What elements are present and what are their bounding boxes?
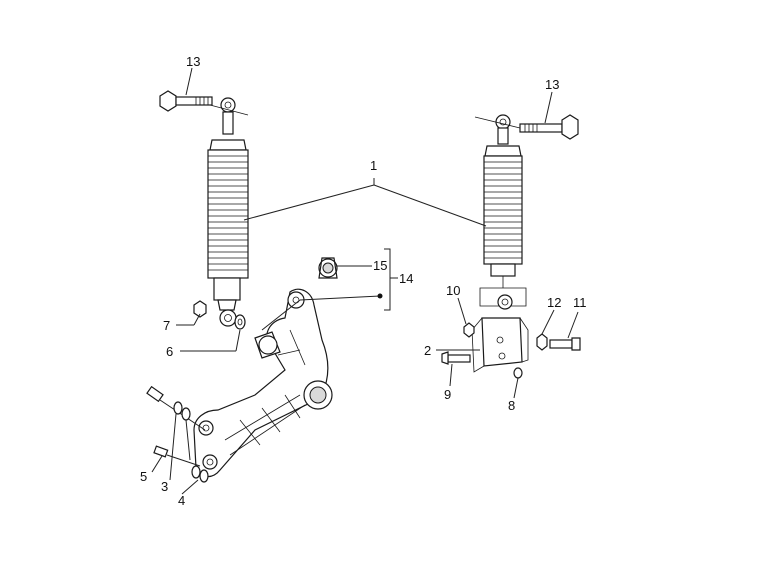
bushing [318,257,338,279]
callout-7: 7 [163,318,170,333]
callout-5: 5 [140,469,147,484]
callout-3: 3 [161,479,168,494]
left-nut-washer [193,300,246,330]
callout-2: 2 [424,343,431,358]
left-shock-absorber [207,97,249,327]
callout-12: 12 [547,295,561,310]
leader-lines [151,67,579,495]
callout-15: 15 [373,258,387,273]
callout-6: 6 [166,344,173,359]
left-top-bolt [159,90,213,112]
callout-10: 10 [446,283,460,298]
callout-14: 14 [399,271,413,286]
left-shock-spring [207,149,249,279]
right-shock-absorber [474,114,527,310]
right-top-bolt [519,114,579,140]
callout-labels: 13 13 1 15 14 7 6 5 3 4 10 12 11 2 9 8 [140,54,587,508]
callout-1: 1 [370,158,377,173]
callout-13-left: 13 [186,54,200,69]
lower-bolts-washers [146,385,209,483]
callout-8: 8 [508,398,515,413]
right-shock-spring [483,155,523,265]
callout-13-right: 13 [545,77,559,92]
right-mounting-bracket [471,317,529,373]
callout-9: 9 [444,387,451,402]
swing-arm-bracket [193,288,333,478]
right-hardware [441,322,581,379]
callout-4: 4 [178,493,185,508]
callout-11: 11 [573,295,587,310]
